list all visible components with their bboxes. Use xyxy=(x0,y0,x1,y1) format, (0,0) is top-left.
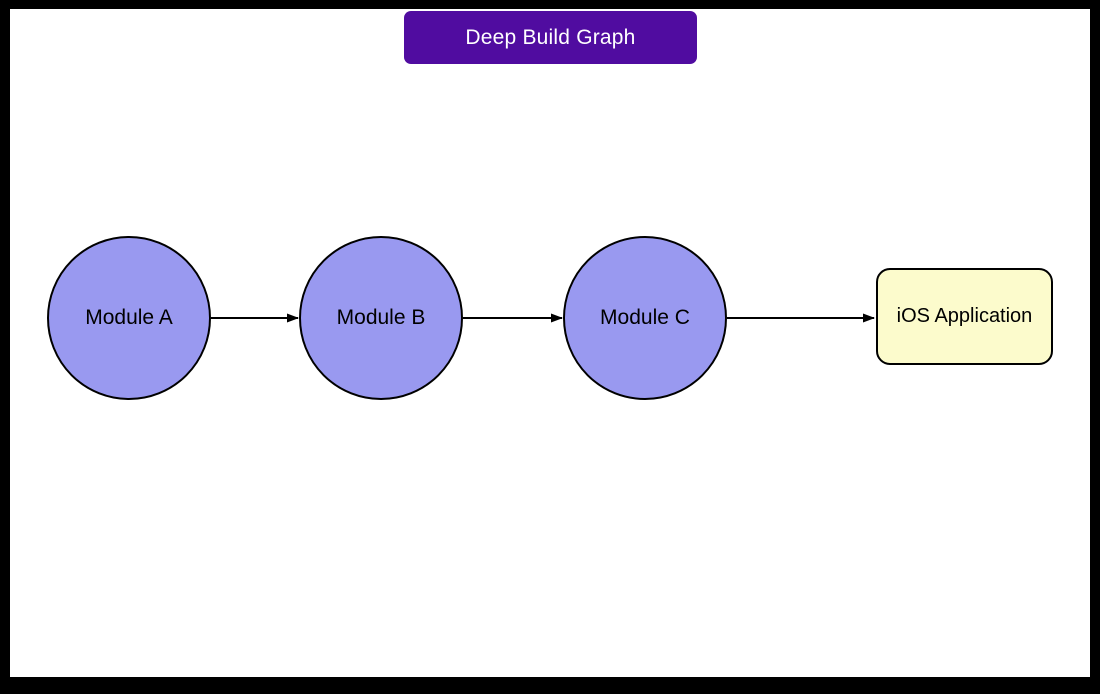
node-module-a-label: Module A xyxy=(85,306,173,329)
diagram-canvas: Deep Build Graph Module A Module B Modul… xyxy=(10,9,1090,677)
node-module-c-label: Module C xyxy=(600,306,690,329)
diagram-title-label: Deep Build Graph xyxy=(465,25,636,49)
node-module-b-label: Module B xyxy=(336,306,426,329)
node-module-b: Module B xyxy=(299,236,463,400)
node-module-c: Module C xyxy=(563,236,727,400)
node-module-a: Module A xyxy=(47,236,211,400)
node-ios-application-label: iOS Application xyxy=(896,305,1033,327)
node-ios-application: iOS Application xyxy=(876,268,1053,365)
diagram-title-banner: Deep Build Graph xyxy=(404,11,697,64)
